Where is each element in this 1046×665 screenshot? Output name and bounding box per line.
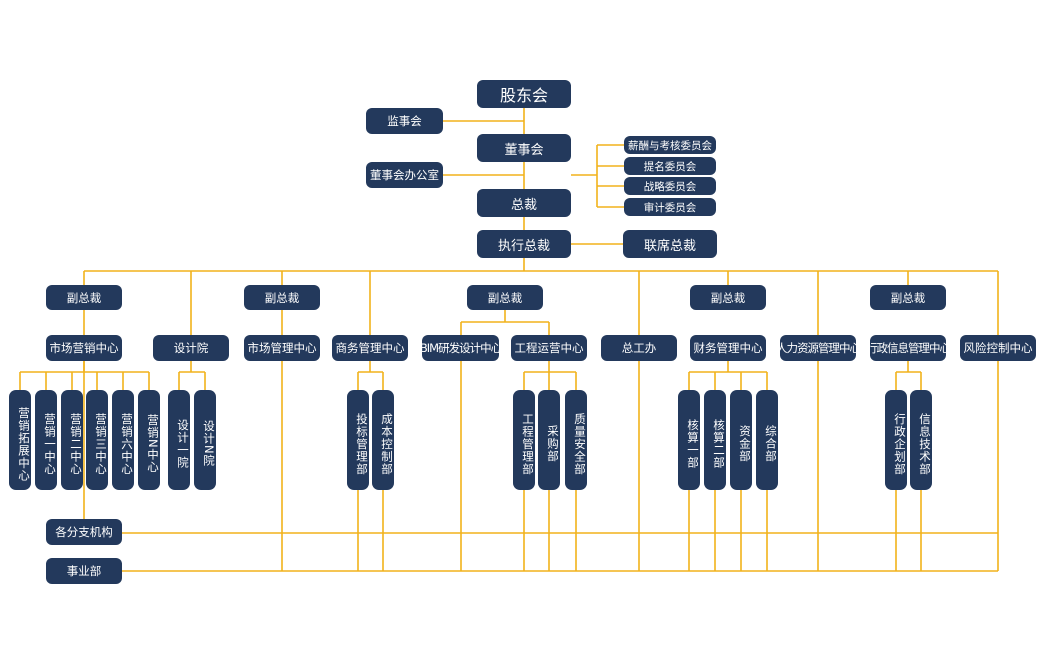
design-sub-1: 设计一院	[168, 390, 190, 490]
board-office-box: 董事会办公室	[366, 162, 443, 188]
board-box: 董事会	[477, 134, 571, 162]
committee-compensation: 薪酬与考核委员会	[624, 136, 716, 154]
general-dept: 综合部	[756, 390, 778, 490]
business-units-box: 事业部	[46, 558, 122, 584]
vice-president-5: 副总裁	[870, 285, 946, 310]
procurement-dept: 采购部	[538, 390, 560, 490]
vice-president-4: 副总裁	[690, 285, 766, 310]
accounting-dept-2: 核算二部	[704, 390, 726, 490]
market-mgmt-center-box: 市场管理中心	[244, 335, 320, 361]
funds-dept: 资金部	[730, 390, 752, 490]
vice-president-3: 副总裁	[467, 285, 543, 310]
admin-planning-dept: 行政企划部	[885, 390, 907, 490]
branches-box: 各分支机构	[46, 519, 122, 545]
bim-center-box: BIM研发设计中心	[422, 335, 499, 361]
marketing-sub-2: 营销二中心	[61, 390, 83, 490]
executive-president-box: 执行总裁	[477, 230, 571, 258]
marketing-sub-n: 营销N中心	[138, 390, 160, 490]
co-president-box: 联席总裁	[623, 230, 717, 258]
admin-info-center-box: 行政信息管理中心	[870, 335, 946, 361]
engineering-mgmt-dept: 工程管理部	[513, 390, 535, 490]
supervisory-board-box: 监事会	[366, 108, 443, 134]
engineering-ops-center-box: 工程运营中心	[511, 335, 587, 361]
bidding-mgmt-dept: 投标管理部	[347, 390, 369, 490]
business-mgmt-center-box: 商务管理中心	[332, 335, 408, 361]
committee-strategy: 战略委员会	[624, 177, 716, 195]
risk-control-center-box: 风险控制中心	[960, 335, 1036, 361]
committee-audit: 审计委员会	[624, 198, 716, 216]
chief-engineer-office-box: 总工办	[601, 335, 677, 361]
marketing-sub-3: 营销三中心	[86, 390, 108, 490]
vice-president-2: 副总裁	[244, 285, 320, 310]
design-institute-box: 设计院	[153, 335, 229, 361]
finance-mgmt-center-box: 财务管理中心	[690, 335, 766, 361]
accounting-dept-1: 核算一部	[678, 390, 700, 490]
vice-president-1: 副总裁	[46, 285, 122, 310]
shareholders-box: 股东会	[477, 80, 571, 108]
committee-nomination: 提名委员会	[624, 157, 716, 175]
marketing-sub-1: 营销一中心	[35, 390, 57, 490]
president-box: 总裁	[477, 189, 571, 217]
marketing-sub-6: 营销六中心	[112, 390, 134, 490]
quality-safety-dept: 质量安全部	[565, 390, 587, 490]
hr-mgmt-center-box: 人力资源管理中心	[780, 335, 856, 361]
design-sub-n: 设计N院	[194, 390, 216, 490]
cost-control-dept: 成本控制部	[372, 390, 394, 490]
marketing-center-box: 市场营销中心	[46, 335, 122, 361]
marketing-sub-expansion: 营销拓展中心	[9, 390, 31, 490]
it-dept: 信息技术部	[910, 390, 932, 490]
